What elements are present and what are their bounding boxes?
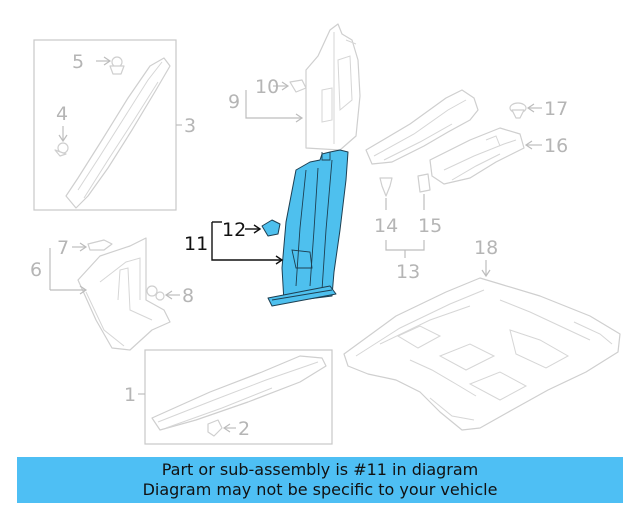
part-group-13: 17 16 14 15 13	[365, 89, 568, 283]
part-group-3: 5 4 3	[33, 39, 196, 211]
group-1-box	[144, 349, 333, 445]
clip-5-icon	[109, 56, 125, 75]
callout-12: 12	[222, 219, 246, 241]
callout-15: 15	[418, 215, 442, 237]
callout-14: 14	[374, 215, 398, 237]
floor-pan	[343, 277, 621, 431]
clip-2-icon	[207, 419, 223, 437]
banner-line-2: Diagram may not be specific to your vehi…	[142, 480, 498, 499]
callout-8: 8	[182, 285, 194, 307]
console-bracket	[429, 127, 525, 185]
clip-4-icon	[54, 142, 69, 157]
banner-line-1: Part or sub-assembly is #11 in diagram	[161, 460, 479, 479]
clip-8-icon	[146, 285, 165, 301]
trim-base-flange[interactable]	[267, 285, 337, 307]
callout-11: 11	[184, 233, 208, 255]
callout-17: 17	[544, 98, 568, 120]
a-pillar-trim	[65, 57, 171, 209]
callout-5: 5	[72, 51, 84, 73]
info-banner: Part or sub-assembly is #11 in diagram D…	[17, 457, 623, 503]
part-group-1: 2 1	[124, 349, 333, 445]
callout-7: 7	[57, 237, 69, 259]
callout-4: 4	[56, 103, 68, 125]
part-11-highlighted[interactable]	[261, 149, 349, 307]
callout-2: 2	[238, 418, 250, 440]
b-pillar-upper-trim	[305, 23, 361, 151]
lower-trim-panel	[77, 237, 171, 351]
callout-3: 3	[184, 115, 196, 137]
callout-10: 10	[255, 76, 279, 98]
clip-7-icon	[87, 239, 113, 251]
callout-6: 6	[30, 259, 42, 281]
clip-10-icon	[289, 79, 307, 93]
callout-1: 1	[124, 384, 136, 406]
b-pillar-lower-trim[interactable]	[281, 149, 349, 303]
callout-9: 9	[228, 91, 240, 113]
part-group-18: 18	[343, 237, 621, 431]
fastener-15-icon	[417, 173, 431, 193]
clip-17-icon	[509, 102, 527, 119]
callout-16: 16	[544, 135, 568, 157]
part-group-6: 7 8 6	[30, 237, 194, 351]
callout-18: 18	[474, 237, 498, 259]
clip-12-icon[interactable]	[261, 219, 281, 237]
fastener-14-icon	[379, 177, 393, 197]
callout-13: 13	[396, 261, 420, 283]
part-group-9: 10 9	[228, 23, 361, 151]
